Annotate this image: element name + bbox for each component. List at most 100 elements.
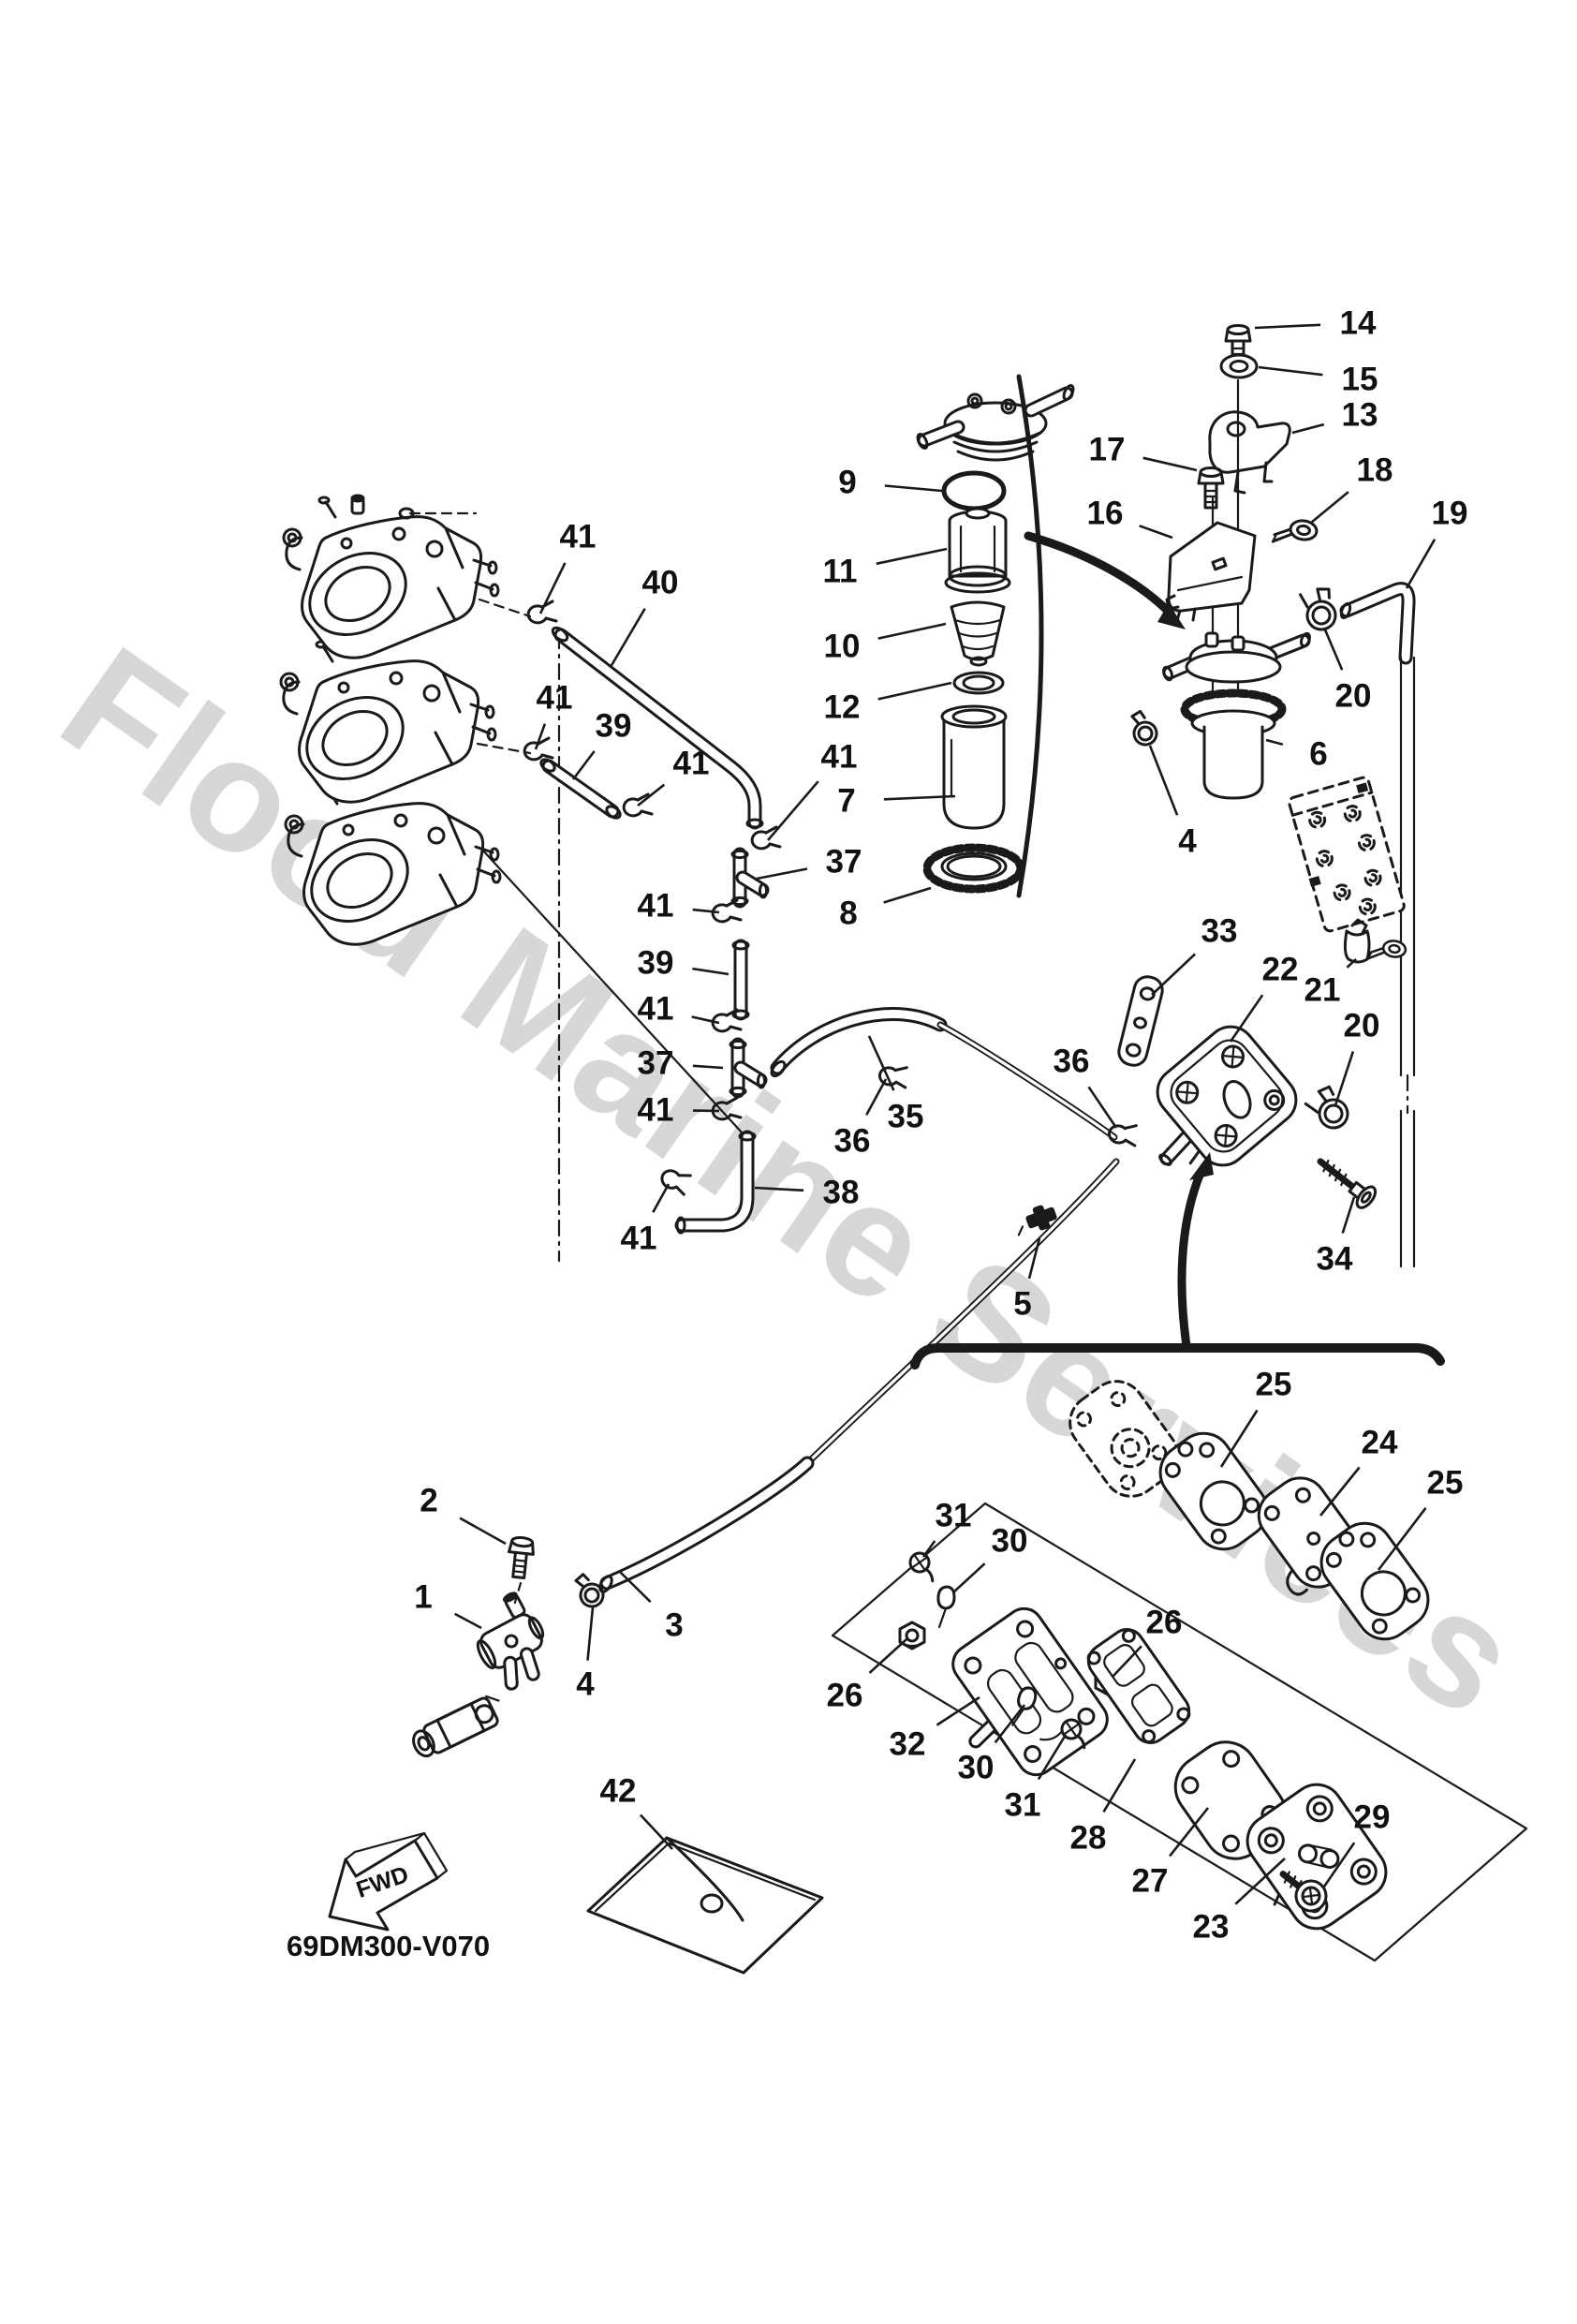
nut-26	[898, 1621, 926, 1650]
leader-line-23	[1234, 1858, 1286, 1905]
leader-line-33	[1151, 953, 1196, 996]
clamp-21	[1343, 918, 1371, 964]
filter-bracket-group	[1165, 324, 1319, 714]
leader-line-41	[767, 780, 819, 841]
part-label-41: 41	[638, 888, 674, 925]
kit-boundary	[831, 1502, 1528, 1962]
leader-line-32	[936, 1695, 980, 1726]
filter-cup-7	[940, 704, 1008, 830]
part-label-10: 10	[824, 629, 861, 665]
carburetor-stack	[279, 494, 744, 1263]
leader-line-22	[1229, 994, 1264, 1043]
part-label-2: 2	[420, 1483, 437, 1519]
leader-line-41	[691, 1015, 720, 1025]
leader-line-40	[609, 608, 646, 668]
leader-line-30	[994, 1704, 1026, 1744]
clamp-20	[1293, 583, 1342, 633]
part-label-25: 25	[1427, 1465, 1464, 1502]
leader-line-14	[1254, 323, 1321, 330]
reed-30	[936, 1585, 956, 1629]
leader-line-31	[1037, 1734, 1068, 1781]
part-label-41: 41	[638, 1092, 674, 1129]
screw-31	[906, 1549, 938, 1583]
part-label-20: 20	[1335, 678, 1372, 715]
leader-line-19	[1405, 539, 1437, 589]
leader-line-37	[692, 1064, 724, 1070]
leader-line-41	[652, 1183, 671, 1213]
washer-15	[1219, 353, 1259, 379]
hose-19	[1293, 582, 1416, 1268]
leader-line-39	[571, 750, 596, 780]
filter-cap	[916, 384, 1075, 462]
leader-line-25	[1219, 1409, 1259, 1468]
part-label-39: 39	[638, 945, 674, 982]
ring-nut-8	[922, 843, 1025, 894]
parts-envelope-42	[586, 1836, 824, 1975]
assembly-arrow	[1024, 531, 1175, 618]
leader-line-15	[1258, 365, 1323, 377]
part-label-3: 3	[665, 1607, 683, 1644]
pump-cover-23	[1245, 1783, 1388, 1931]
leader-line-10	[877, 622, 947, 640]
part-label-17: 17	[1089, 432, 1126, 468]
seal-12	[952, 671, 1005, 695]
part-label-37: 37	[826, 844, 862, 881]
gasket-28	[1086, 1628, 1191, 1744]
drawing-code: 69DM300-V070	[287, 1930, 490, 1962]
diaphragm-ghost	[1069, 1380, 1179, 1498]
bolt-2	[505, 1534, 537, 1580]
bracket-16	[1165, 521, 1257, 626]
part-label-28: 28	[1070, 1820, 1107, 1857]
part-label-19: 19	[1432, 496, 1468, 532]
part-label-41: 41	[673, 746, 710, 782]
part-label-24: 24	[1362, 1425, 1398, 1461]
leader-line-41	[692, 908, 720, 914]
part-label-18: 18	[1357, 452, 1393, 489]
bracket-arc	[1016, 374, 1044, 898]
leader-line-35	[867, 1035, 895, 1091]
leader-line-31	[921, 1540, 936, 1558]
bolt-17	[1197, 466, 1225, 510]
leader-line-38	[754, 1186, 804, 1192]
part-label-1: 1	[414, 1579, 432, 1616]
leader-line-28	[1102, 1758, 1137, 1813]
leader-line-13	[1291, 422, 1325, 435]
leader-line-20	[1334, 1051, 1355, 1106]
leader-line-5	[1027, 1237, 1041, 1280]
part-label-9: 9	[838, 465, 856, 501]
part-label-31: 31	[936, 1498, 972, 1534]
leader-line-11	[876, 547, 948, 566]
screw-29	[1279, 1871, 1328, 1913]
leader-line-27	[1169, 1807, 1210, 1858]
part-label-40: 40	[642, 565, 679, 601]
part-label-6: 6	[1309, 736, 1327, 773]
part-label-31: 31	[1005, 1787, 1041, 1824]
leader-line-41	[538, 562, 567, 614]
fuel-hose-3-assembly	[412, 1158, 1120, 1758]
leader-line-30	[952, 1562, 986, 1593]
fuel-pump-group	[1017, 776, 1408, 1236]
part-label-15: 15	[1342, 362, 1378, 398]
bracket-33	[1117, 975, 1164, 1067]
leader-line-17	[1142, 456, 1198, 472]
repair-kit-group	[831, 1380, 1528, 1962]
leader-line-6	[1265, 738, 1284, 747]
part-label-8: 8	[839, 896, 857, 932]
part-label-4: 4	[1178, 823, 1197, 860]
part-label-7: 7	[837, 783, 855, 820]
leader-line-12	[877, 681, 952, 701]
part-label-23: 23	[1193, 1909, 1230, 1946]
part-label-41: 41	[821, 739, 858, 776]
part-label-26: 26	[1146, 1605, 1183, 1641]
part-label-11: 11	[823, 554, 858, 590]
leader-line-9	[884, 484, 943, 493]
leader-line-41	[534, 723, 547, 750]
clamp-20	[1301, 1082, 1352, 1135]
leader-line-20	[1322, 627, 1344, 671]
part-label-34: 34	[1317, 1241, 1353, 1278]
part-label-16: 16	[1087, 496, 1124, 532]
part-label-12: 12	[824, 689, 861, 726]
